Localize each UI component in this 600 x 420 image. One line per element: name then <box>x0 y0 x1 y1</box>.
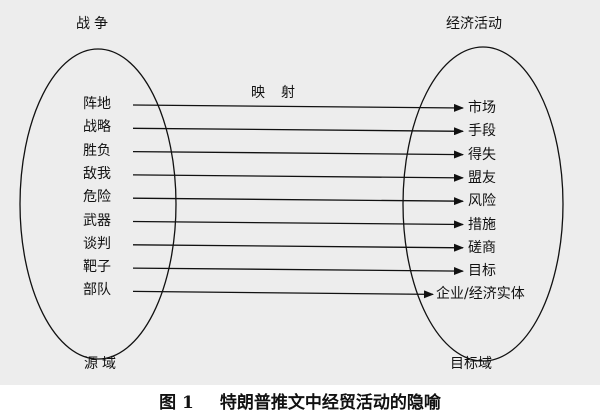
target-item: 得失 <box>468 147 496 163</box>
target-item: 磋商 <box>468 240 496 256</box>
source-item: 部队 <box>83 282 111 298</box>
mapping-arrow <box>132 150 464 159</box>
mapping-arrow <box>132 173 464 182</box>
mapping-arrow <box>132 127 464 136</box>
target-item: 盟友 <box>468 170 496 186</box>
mapping-arrow <box>132 243 464 252</box>
source-item: 战略 <box>83 119 111 135</box>
target-item: 措施 <box>468 217 496 233</box>
target-item: 市场 <box>468 100 496 116</box>
figure-title: 特朗普推文中经贸活动的隐喻 <box>219 393 441 413</box>
source-item: 谈判 <box>83 236 111 252</box>
mapping-arrow <box>132 197 464 206</box>
source-domain-title: 战争 <box>76 16 112 32</box>
source-item: 武器 <box>83 213 111 229</box>
mapping-arrow <box>132 290 434 299</box>
target-item: 手段 <box>468 123 496 139</box>
mapping-arrow <box>132 267 464 276</box>
target-domain-label: 目标域 <box>450 356 492 372</box>
source-item: 危险 <box>83 189 111 205</box>
mapping-arrow <box>132 220 464 229</box>
target-item: 企业/经济实体 <box>436 286 525 302</box>
source-item: 靶子 <box>83 259 111 275</box>
source-domain-ellipse <box>19 48 177 360</box>
diagram-panel <box>0 0 600 385</box>
source-item: 敌我 <box>83 166 111 182</box>
source-item: 阵地 <box>83 96 111 112</box>
target-domain-ellipse <box>402 46 564 362</box>
target-item: 风险 <box>468 193 496 209</box>
mapping-diagram <box>19 46 564 362</box>
source-domain-label: 源域 <box>84 356 120 372</box>
source-item: 胜负 <box>83 143 111 159</box>
target-domain-title: 经济活动 <box>446 16 502 32</box>
figure-number: 图 1 <box>159 393 194 413</box>
figure-caption: 图 1 特朗普推文中经贸活动的隐喻 <box>0 391 600 415</box>
target-item: 目标 <box>468 263 496 279</box>
mapping-label: 映射 <box>251 85 311 101</box>
mapping-arrow <box>132 103 464 112</box>
